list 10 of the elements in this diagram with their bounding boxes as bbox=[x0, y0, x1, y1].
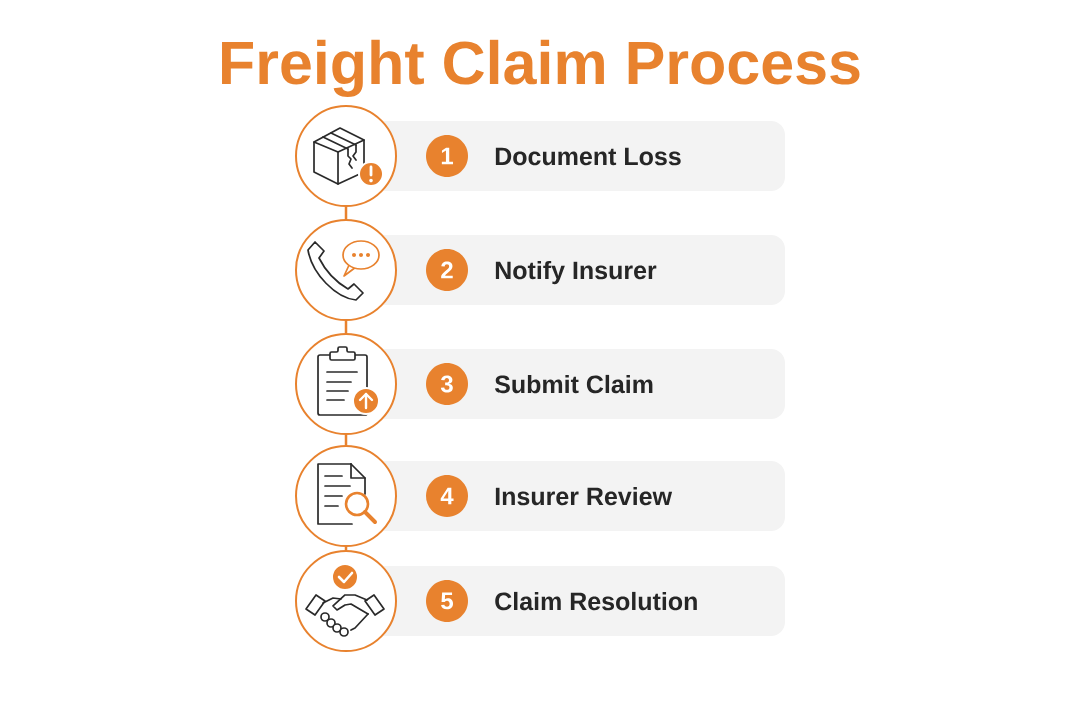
connector-line bbox=[344, 547, 348, 550]
number-badge: 1 bbox=[426, 135, 468, 177]
number-badge: 4 bbox=[426, 475, 468, 517]
connector-line bbox=[344, 207, 348, 219]
number-badge: 3 bbox=[426, 363, 468, 405]
connector-line bbox=[344, 435, 348, 445]
number-badge: 5 bbox=[426, 580, 468, 622]
number-badge: 2 bbox=[426, 249, 468, 291]
connector-line bbox=[344, 321, 348, 333]
title: Freight Claim Process bbox=[222, 39, 860, 97]
